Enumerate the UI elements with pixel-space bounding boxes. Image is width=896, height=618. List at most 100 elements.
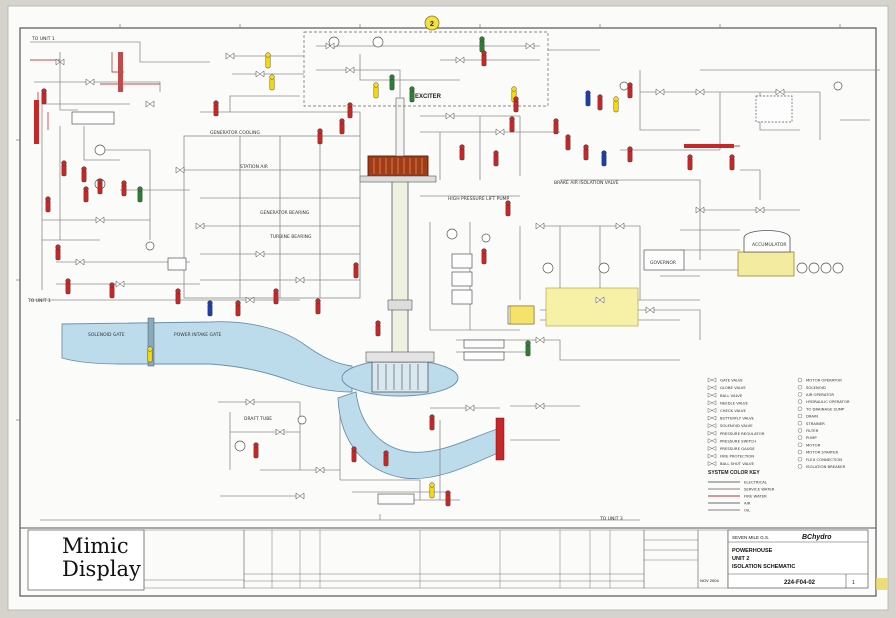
- air-gauge-1[interactable]: [619, 81, 629, 91]
- gauge-left-3[interactable]: [145, 241, 155, 251]
- valve-symbol[interactable]: [245, 398, 255, 406]
- valve-symbol[interactable]: [115, 280, 125, 288]
- valve-tag[interactable]: [339, 118, 345, 135]
- valve-tag[interactable]: [207, 300, 213, 317]
- intake-gate[interactable]: [147, 317, 155, 367]
- valve-symbol[interactable]: [85, 78, 95, 86]
- gauge-left-1[interactable]: [94, 144, 106, 156]
- valve-tag[interactable]: [147, 346, 153, 363]
- valve-symbol[interactable]: [455, 56, 465, 64]
- valve-tag[interactable]: [315, 298, 321, 315]
- valve-tag[interactable]: [493, 150, 499, 167]
- valve-tag[interactable]: [55, 244, 61, 261]
- valve-symbol[interactable]: [75, 258, 85, 266]
- valve-symbol[interactable]: [225, 52, 235, 60]
- valve-symbol[interactable]: [695, 88, 705, 96]
- valve-tag[interactable]: [429, 482, 435, 499]
- pressure-gauge-1[interactable]: [796, 262, 808, 274]
- valve-symbol[interactable]: [345, 66, 355, 74]
- heat-exchanger-box[interactable]: [71, 111, 115, 125]
- valve-tag[interactable]: [601, 150, 607, 167]
- valve-tag[interactable]: [269, 74, 275, 91]
- valve-tag[interactable]: [481, 50, 487, 67]
- valve-tag[interactable]: [41, 88, 47, 105]
- lift-gauge-2[interactable]: [481, 233, 491, 243]
- valve-symbol[interactable]: [195, 222, 205, 230]
- valve-tag[interactable]: [347, 102, 353, 119]
- valve-tag[interactable]: [137, 186, 143, 203]
- valve-tag[interactable]: [627, 146, 633, 163]
- valve-symbol[interactable]: [315, 466, 325, 474]
- valve-symbol[interactable]: [525, 42, 535, 50]
- valve-symbol[interactable]: [295, 276, 305, 284]
- sheet-marker[interactable]: [424, 15, 440, 31]
- valve-tag[interactable]: [45, 196, 51, 213]
- valve-tag[interactable]: [175, 288, 181, 305]
- valve-tag[interactable]: [389, 74, 395, 91]
- valve-tag[interactable]: [273, 288, 279, 305]
- valve-symbol[interactable]: [255, 70, 265, 78]
- valve-symbol[interactable]: [325, 42, 335, 50]
- generator-air-cooler-2[interactable]: [463, 351, 505, 361]
- lift-pump-panel[interactable]: [509, 305, 535, 325]
- pressure-gauge-2[interactable]: [808, 262, 820, 274]
- valve-tag[interactable]: [61, 160, 67, 177]
- filter-box-3[interactable]: [451, 289, 473, 305]
- valve-symbol[interactable]: [755, 206, 765, 214]
- valve-symbol[interactable]: [95, 216, 105, 224]
- valve-symbol[interactable]: [655, 88, 665, 96]
- valve-symbol[interactable]: [295, 492, 305, 500]
- dewatering-pump-box[interactable]: [377, 493, 415, 505]
- valve-symbol[interactable]: [535, 402, 545, 410]
- valve-tag[interactable]: [687, 154, 693, 171]
- filter-box-2[interactable]: [451, 271, 473, 287]
- valve-symbol[interactable]: [615, 222, 625, 230]
- valve-tag[interactable]: [383, 450, 389, 467]
- filter-box-1[interactable]: [451, 253, 473, 269]
- valve-tag[interactable]: [479, 36, 485, 53]
- draft-tube-gate[interactable]: [495, 417, 505, 461]
- valve-tag[interactable]: [353, 262, 359, 279]
- draft-gauge-2[interactable]: [297, 415, 307, 425]
- valve-tag[interactable]: [585, 90, 591, 107]
- valve-tag[interactable]: [429, 414, 435, 431]
- valve-symbol[interactable]: [255, 250, 265, 258]
- valve-symbol[interactable]: [275, 428, 285, 436]
- valve-tag[interactable]: [109, 282, 115, 299]
- lift-gauge-1[interactable]: [446, 228, 458, 240]
- valve-tag[interactable]: [729, 154, 735, 171]
- valve-tag[interactable]: [121, 180, 127, 197]
- valve-tag[interactable]: [613, 96, 619, 113]
- valve-tag[interactable]: [65, 278, 71, 295]
- valve-symbol[interactable]: [445, 112, 455, 120]
- valve-symbol[interactable]: [775, 88, 785, 96]
- governor-panel[interactable]: [545, 287, 639, 327]
- valve-tag[interactable]: [509, 116, 515, 133]
- valve-tag[interactable]: [265, 52, 271, 69]
- pressure-gauge-3[interactable]: [820, 262, 832, 274]
- accumulator-tank[interactable]: [743, 230, 791, 253]
- valve-symbol[interactable]: [245, 296, 255, 304]
- valve-tag[interactable]: [553, 118, 559, 135]
- valve-symbol[interactable]: [465, 404, 475, 412]
- valve-tag[interactable]: [253, 442, 259, 459]
- valve-tag[interactable]: [83, 186, 89, 203]
- valve-symbol[interactable]: [495, 128, 505, 136]
- valve-tag[interactable]: [627, 82, 633, 99]
- valve-tag[interactable]: [213, 100, 219, 117]
- valve-symbol[interactable]: [535, 222, 545, 230]
- oil-tank-box[interactable]: [755, 95, 793, 123]
- pressure-gauge-4[interactable]: [832, 262, 844, 274]
- valve-tag[interactable]: [409, 86, 415, 103]
- valve-tag[interactable]: [81, 166, 87, 183]
- exciter-gauge-2[interactable]: [372, 36, 384, 48]
- draft-gauge-1[interactable]: [234, 440, 246, 452]
- valve-tag[interactable]: [513, 96, 519, 113]
- valve-tag[interactable]: [235, 300, 241, 317]
- valve-symbol[interactable]: [695, 206, 705, 214]
- valve-tag[interactable]: [445, 490, 451, 507]
- valve-tag[interactable]: [351, 446, 357, 463]
- pump-box-left[interactable]: [167, 257, 187, 271]
- valve-tag[interactable]: [459, 144, 465, 161]
- valve-tag[interactable]: [583, 144, 589, 161]
